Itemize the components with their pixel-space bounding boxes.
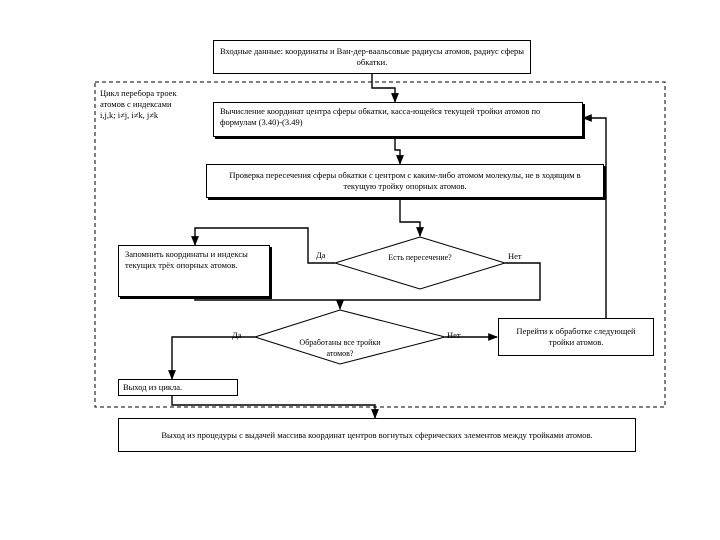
connector-exit-output	[171, 396, 379, 419]
intersect-decision-text: Есть пересечение?	[388, 253, 452, 262]
connector-intersect-no	[336, 262, 541, 310]
label-yes-alldone: Да	[232, 330, 242, 340]
connector-alldone-yes	[168, 336, 255, 380]
connector-input-compute	[371, 74, 399, 103]
next-triple-box-text: Перейти к обработке следующей тройки ато…	[516, 326, 636, 347]
label-no-alldone: Нет	[447, 330, 461, 340]
label-yes-intersect: Да	[316, 250, 326, 260]
input-box-text: Входные данные: координаты и Ван-дер-ваа…	[220, 46, 525, 67]
label-no-intersect: Нет	[508, 251, 522, 261]
loop-exit-box: Выход из цикла.	[118, 379, 238, 396]
check-box-text: Проверка пересечения сферы обкатки с цен…	[229, 170, 581, 191]
compute-box-text: Вычисление координат центра сферы обкатк…	[220, 106, 541, 127]
connector-next-loopback	[582, 114, 607, 318]
input-box: Входные данные: координаты и Ван-дер-ваа…	[213, 40, 531, 74]
connector-intersect-yes	[191, 227, 335, 264]
all-done-decision-shape	[253, 309, 446, 365]
check-box: Проверка пересечения сферы обкатки с цен…	[206, 164, 604, 198]
all-done-decision-text: Обработаны все тройки атомов?	[299, 338, 381, 358]
remember-box: Запомнить координаты и индексы текущих т…	[118, 245, 270, 297]
output-box: Выход из процедуры с выдачей массива коо…	[118, 418, 636, 452]
loop-label: Цикл перебора троек атомов с индексами i…	[100, 88, 177, 120]
loop-frame	[94, 81, 666, 408]
remember-box-text: Запомнить координаты и индексы текущих т…	[125, 249, 248, 270]
connector-remember-merge	[194, 297, 340, 301]
compute-box: Вычисление координат центра сферы обкатк…	[213, 102, 583, 137]
loop-exit-box-text: Выход из цикла.	[123, 382, 183, 392]
connector-check-intersect	[399, 198, 424, 237]
connector-compute-check	[394, 137, 404, 165]
output-box-text: Выход из процедуры с выдачей массива коо…	[161, 429, 593, 440]
intersect-decision-shape	[333, 236, 507, 290]
next-triple-box: Перейти к обработке следующей тройки ато…	[498, 318, 654, 356]
